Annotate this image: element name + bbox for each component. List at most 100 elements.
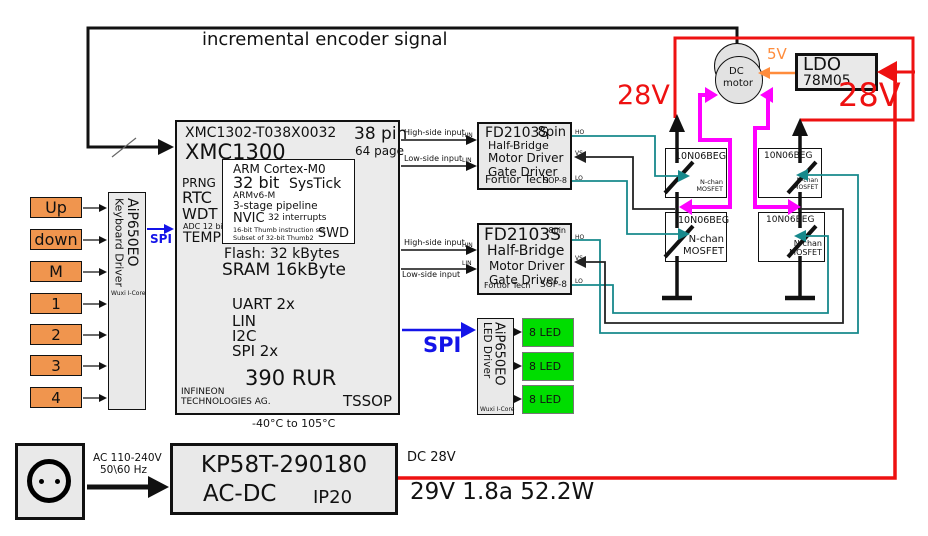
ac-rating-line2: 50\60 Hz bbox=[100, 464, 148, 476]
core-isa2: Subset of 32-bit Thumb2 bbox=[233, 234, 314, 242]
psu-model: KP58T-290180 bbox=[200, 452, 368, 478]
keypad-button-2: 2 bbox=[30, 324, 82, 345]
keyboard-driver-role: Keyboard Driver bbox=[112, 198, 126, 288]
gate-driver-2-package: SOP-8 bbox=[540, 279, 567, 290]
mosfet-type: MOSFET bbox=[696, 185, 723, 194]
ac-rating-line1: AC 110-240V bbox=[93, 452, 162, 464]
hbridge-left-leg bbox=[662, 114, 695, 301]
mcu-if-i2c: I2C bbox=[232, 327, 257, 345]
keypad-button-1: 1 bbox=[30, 293, 82, 314]
keypad-button-up: Up bbox=[30, 197, 82, 218]
mcu-page-count: 64 page bbox=[355, 144, 405, 158]
mcu-price: 390 RUR bbox=[245, 366, 337, 390]
mcu-periph-temp: TEMP bbox=[183, 230, 221, 246]
gate-driver-2-vendor: Fortior Tech bbox=[484, 280, 531, 290]
gate-driver-1-pins: 8pin bbox=[537, 125, 566, 140]
mcu-if-spi: SPI 2x bbox=[232, 342, 279, 360]
gate-driver-2-box: FD2103S 8pin Half-Bridge Motor Driver Ga… bbox=[477, 223, 572, 295]
mcu-periph-adc: ADC 12 bit bbox=[183, 222, 226, 231]
gate-driver-2-pins: 8pin bbox=[548, 226, 566, 235]
mcu-periph-wdt: WDT bbox=[182, 205, 218, 223]
core-pipeline: 3-stage pipeline bbox=[233, 200, 318, 212]
led-driver-part: AiP650EO bbox=[491, 322, 507, 386]
mcu-flash: Flash: 32 kBytes bbox=[224, 246, 340, 262]
d2-pin-vs: VS bbox=[575, 255, 583, 262]
pwm-input-arrows bbox=[466, 135, 477, 274]
mcu-if-lin: LIN bbox=[232, 312, 257, 330]
mcu-periph-prng: PRNG bbox=[182, 176, 216, 190]
psu-ip-rating: IP20 bbox=[313, 487, 353, 508]
d2-pin-lin: LIN bbox=[462, 260, 472, 267]
d1-pin-lo: LO bbox=[575, 175, 583, 182]
mosfet-part: 10N06BEG bbox=[764, 151, 813, 161]
keypad-wires bbox=[83, 207, 100, 399]
led-wires bbox=[514, 328, 522, 403]
psu-dc-label: DC 28V bbox=[407, 450, 456, 465]
psu-conv: AC-DC bbox=[203, 481, 277, 507]
keypad-button-down: down bbox=[30, 229, 82, 250]
bus-slash-mark bbox=[111, 137, 137, 158]
core-name: ARM Cortex-M0 bbox=[233, 162, 326, 176]
mcu-package: TSSOP bbox=[342, 392, 392, 411]
led-driver-role: LED Driver bbox=[481, 322, 494, 379]
d1-pin-ho: HO bbox=[575, 129, 585, 136]
mosfet-ch: N-chan bbox=[688, 233, 724, 245]
ac-socket-pin-left bbox=[39, 479, 44, 484]
d1-pin-hin: HIN bbox=[462, 132, 473, 139]
mosfet-type: MOSFET bbox=[789, 247, 822, 257]
gate-driver-1-package: SOP-8 bbox=[543, 175, 567, 185]
gate-driver-1-line2: Motor Driver bbox=[488, 151, 564, 165]
mcu-part: XMC1302-T038X0032 bbox=[185, 125, 337, 141]
mosfet-left-bottom-box: 10N06BEG N-chan MOSFET bbox=[665, 212, 730, 262]
core-systick: SysTick bbox=[289, 176, 342, 192]
gate-driver-2-line1: Half-Bridge bbox=[487, 243, 565, 259]
dc-motor-circle: DC motor bbox=[715, 56, 763, 104]
core-nvic: NVIC bbox=[233, 211, 265, 226]
d1-low-side-input-label: Low-side input bbox=[404, 154, 463, 163]
core-debug-swd: SWD bbox=[317, 226, 349, 242]
mcu-if-uart: UART 2x bbox=[232, 295, 295, 313]
mcu-vendor-1: INFINEON bbox=[181, 387, 225, 397]
mcu-core-box: ARM Cortex-M0 32 bit SysTick ARMv6-M 3-s… bbox=[222, 159, 355, 244]
mcu-box: XMC1302-T038X0032 XMC1300 38 pin 64 page… bbox=[175, 120, 407, 415]
d2-pin-lo: LO bbox=[575, 278, 583, 285]
d2-pin-hin: HIN bbox=[462, 242, 473, 249]
d1-pin-vs: VS bbox=[575, 150, 583, 157]
mosfet-part: 10N06BEG bbox=[678, 215, 730, 226]
d2-pin-ho: HO bbox=[575, 234, 585, 241]
d1-high-side-input-label: High-side input bbox=[404, 128, 465, 137]
gate-driver-1-vendor: Fortior Tech bbox=[485, 173, 549, 187]
ac-socket-pin-right bbox=[55, 479, 60, 484]
mosfet-part: 10N06BEG bbox=[766, 215, 815, 225]
mcu-sram: SRAM 16kByte bbox=[222, 260, 346, 280]
mosfet-right-top-box: 10N06BEG N-chan MOSFET bbox=[758, 148, 822, 198]
ldo-5v-label: 5V bbox=[767, 45, 787, 63]
d2-high-side-input-label: High-side input bbox=[404, 238, 465, 247]
led-bank-2: 8 LED bbox=[522, 352, 574, 381]
mains-wire bbox=[87, 476, 169, 498]
core-isa1: 16-bit Thumb instruction set bbox=[233, 226, 326, 234]
vs-sense-arrows bbox=[574, 151, 586, 268]
mosfet-left-top-box: 10N06BEG N-chan MOSFET bbox=[665, 148, 727, 198]
led-driver-vendor: Wuxi I-Core bbox=[480, 405, 515, 413]
core-interrupts: 32 interrupts bbox=[268, 213, 327, 223]
gate-driver-1-box: FD2103S 8pin Half-Bridge Motor Driver Ga… bbox=[477, 122, 572, 190]
keyboard-driver-part: AiP650EO bbox=[124, 198, 141, 267]
dc-motor-label-1: DC bbox=[729, 66, 744, 77]
mosfet-ch: N-chan bbox=[793, 238, 822, 248]
gate-driver-1-line1: Half-Bridge bbox=[488, 139, 549, 152]
ac-socket-icon bbox=[27, 459, 71, 503]
keypad-button-3: 3 bbox=[30, 355, 82, 376]
keypad-button-4: 4 bbox=[30, 387, 82, 408]
psu-output-spec: 29V 1.8a 52.2W bbox=[410, 479, 595, 505]
rail-28v-right-label: 28V bbox=[838, 76, 901, 114]
led-bank-1: 8 LED bbox=[522, 318, 574, 347]
mosfet-right-bottom-box: 10N06BEG N-chan MOSFET bbox=[758, 212, 825, 262]
d2-low-side-input-label: Low-side input bbox=[402, 270, 461, 279]
keypad-button-m: M bbox=[30, 261, 82, 282]
